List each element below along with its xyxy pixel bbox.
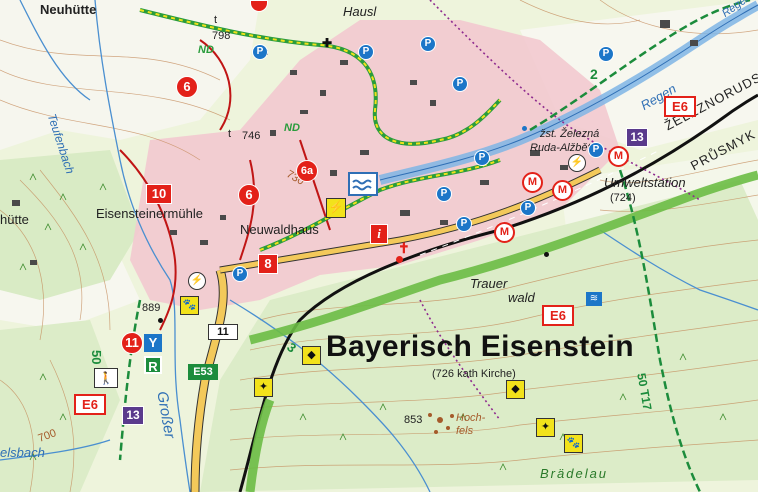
elevation-798: 798 — [212, 30, 231, 42]
elevation-746: 746 — [242, 130, 261, 142]
route-circle-6a[interactable]: 6a — [296, 160, 318, 182]
station-m-icon[interactable]: M — [494, 222, 515, 243]
parking-icon[interactable]: P — [520, 200, 536, 216]
route-box-10[interactable]: 10 — [146, 184, 172, 204]
route-13-top[interactable]: 13 — [626, 128, 648, 147]
route-13-left[interactable]: 13 — [122, 406, 144, 425]
place-hochfels-2: fels — [456, 425, 474, 437]
route-box-8[interactable]: 8 — [258, 254, 278, 274]
spring-icon[interactable]: ≋ — [586, 292, 602, 306]
place-neuwaldhaus: Neuwaldhaus — [240, 222, 319, 237]
parking-icon[interactable]: P — [452, 76, 468, 92]
elevation-889: 889 — [142, 302, 161, 314]
label-e53: E53 — [188, 364, 218, 380]
bird-icon[interactable]: ✦ — [254, 378, 273, 397]
parking-icon[interactable]: P — [358, 44, 374, 60]
place-ruda-alzbetin: Ruda-Alžbětín — [530, 142, 600, 154]
parking-icon[interactable]: P — [436, 186, 452, 202]
poi-dot[interactable] — [522, 126, 527, 131]
swimming-icon[interactable] — [348, 172, 378, 196]
station-m-icon[interactable]: M — [522, 172, 543, 193]
chapel-icon: ✚ — [322, 36, 333, 50]
parking-icon[interactable]: P — [456, 216, 472, 232]
animal-track-icon[interactable]: 🐾 — [564, 434, 583, 453]
place-huette-left: hütte — [0, 212, 29, 227]
place-hochfels-1: Hoch- — [456, 412, 486, 424]
marker-nd-mid: ND — [284, 122, 300, 134]
marker-t-top: t — [214, 14, 218, 26]
parking-icon[interactable]: P — [598, 46, 614, 62]
marker-t-mid: t — [228, 128, 232, 140]
electric-icon[interactable]: ⚡ — [188, 272, 206, 290]
poi-dot[interactable] — [544, 252, 549, 257]
power-icon[interactable]: ⚡ — [326, 198, 346, 218]
label-e6-top-right: E6 — [664, 96, 696, 117]
place-umweltstation: Umweltstation — [604, 175, 686, 190]
electric-icon[interactable]: ⚡ — [568, 154, 586, 172]
place-zst-zelezna: žst. Železná — [540, 128, 600, 140]
bird-icon[interactable]: ✦ — [536, 418, 555, 437]
place-hausl: Hausl — [343, 4, 377, 19]
parking-icon[interactable]: P — [420, 36, 436, 52]
hiker-icon[interactable]: 🚶 — [94, 368, 118, 388]
town-name: Bayerisch Eisenstein — [326, 330, 634, 363]
route-circle-6-mid[interactable]: 6 — [238, 184, 260, 206]
marker-nd-top: ND — [198, 44, 214, 56]
elevation-853: 853 — [404, 414, 423, 426]
label-road-11: 11 — [208, 324, 238, 340]
bus-stop-icon[interactable]: R — [144, 356, 162, 374]
place-trauer: Trauer — [470, 276, 508, 291]
trail-number-50-left: 50 — [89, 350, 104, 365]
place-eisensteinermuhle: Eisensteinermühle — [96, 206, 203, 221]
trail-number-2: 2 — [590, 66, 598, 82]
label-e6-left: E6 — [74, 394, 106, 415]
parking-icon[interactable]: P — [588, 142, 604, 158]
parking-icon[interactable]: P — [232, 266, 248, 282]
parking-icon[interactable]: P — [474, 150, 490, 166]
place-umweltstation-elevation: (724) — [610, 192, 636, 204]
route-circle-11[interactable]: 11 — [121, 332, 143, 354]
station-m-icon[interactable]: M — [608, 146, 629, 167]
church-icon: ✝ — [398, 240, 410, 256]
route-circle-6-top[interactable]: 6 — [176, 76, 198, 98]
animal-icon[interactable]: ◆ — [302, 346, 321, 365]
poi-dot[interactable] — [158, 318, 163, 323]
poi-dot[interactable] — [396, 256, 403, 263]
place-bradelau: Brädelau — [540, 466, 609, 481]
animal-track-icon[interactable]: 🐾 — [180, 296, 199, 315]
youth-hostel-icon[interactable]: Y — [144, 334, 162, 352]
town-subtitle: (726 kath Kirche) — [432, 368, 516, 380]
place-neuhutte: Neuhütte — [40, 2, 97, 17]
info-icon[interactable]: i — [370, 224, 388, 244]
animal-icon[interactable]: ◆ — [506, 380, 525, 399]
parking-icon[interactable]: P — [252, 44, 268, 60]
place-wald: wald — [508, 290, 535, 305]
water-elsbach: elsbach — [0, 445, 45, 460]
label-e6-center: E6 — [542, 305, 574, 326]
station-m-icon[interactable]: M — [552, 180, 573, 201]
